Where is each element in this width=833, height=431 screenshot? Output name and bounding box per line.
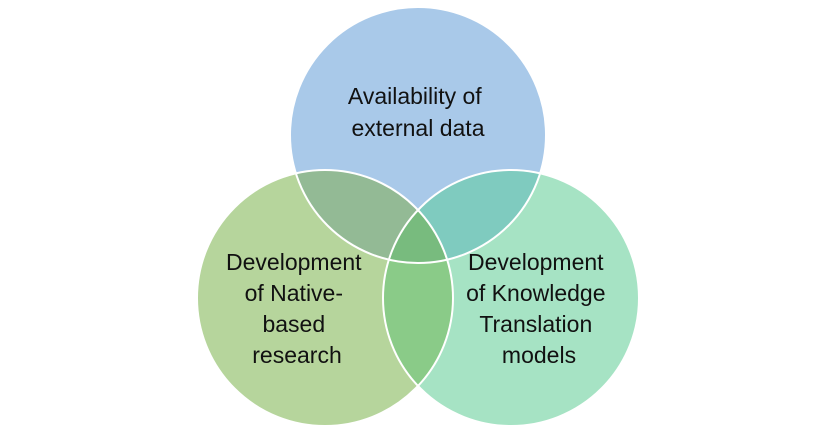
label-right-line: Translation bbox=[479, 311, 592, 337]
label-top-line: external data bbox=[352, 115, 485, 141]
label-right-line: of Knowledge bbox=[466, 280, 605, 306]
outline-left bbox=[196, 169, 454, 427]
label-left-line: Development bbox=[226, 249, 362, 275]
label-top-line: Availability of bbox=[348, 83, 482, 109]
overlap-top-right bbox=[383, 170, 546, 263]
label-left-line: research bbox=[252, 342, 341, 368]
label-right-line: models bbox=[502, 342, 576, 368]
label-left: Development of Native- based research bbox=[226, 249, 368, 368]
outline-top bbox=[289, 6, 547, 264]
label-left-line: of Native- bbox=[245, 280, 343, 306]
overlap-top-left bbox=[290, 170, 453, 263]
outline-right bbox=[382, 169, 640, 427]
label-left-line: based bbox=[262, 311, 325, 337]
label-top: Availability of external data bbox=[348, 83, 488, 141]
label-right: Development of Knowledge Translation mod… bbox=[466, 249, 612, 368]
label-right-line: Development bbox=[468, 249, 604, 275]
